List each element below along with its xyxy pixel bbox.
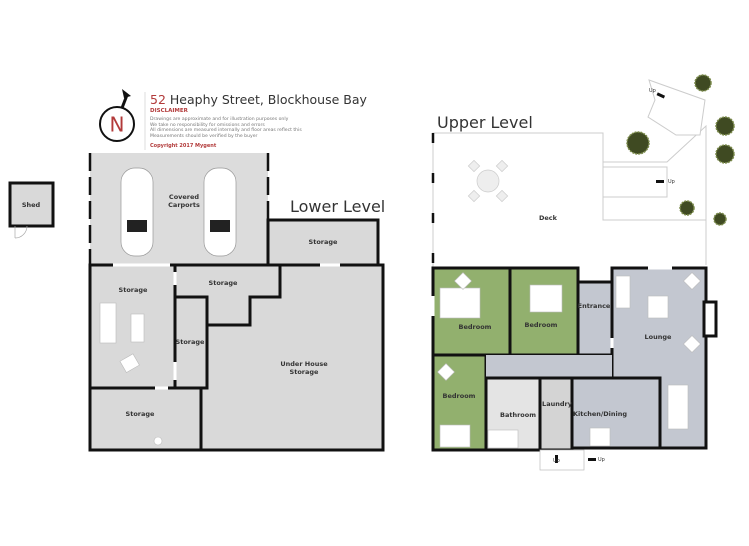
label-shed: Shed bbox=[21, 200, 41, 209]
label-lounge: Lounge bbox=[644, 332, 672, 341]
storage-narrow bbox=[173, 295, 209, 390]
storage-bottom bbox=[88, 386, 203, 452]
address-street: Heaphy Street, Blockhouse Bay bbox=[169, 92, 367, 107]
label-storage: Storage bbox=[208, 278, 238, 287]
compass-icon bbox=[99, 89, 135, 142]
label-bedroom: Bedroom bbox=[458, 322, 492, 331]
laundry bbox=[538, 376, 574, 452]
upper-level-title: Upper Level bbox=[437, 113, 533, 132]
tree-icon bbox=[626, 74, 735, 226]
porch bbox=[539, 449, 585, 471]
label-carports: Covered Carports bbox=[168, 192, 200, 209]
disclaimer-line: We take no responsibility for omissions … bbox=[150, 122, 265, 128]
label-storage: Storage bbox=[308, 237, 338, 246]
label-bathroom: Bathroom bbox=[500, 410, 536, 419]
disclaimer-text: Drawings are approximate and for illustr… bbox=[150, 117, 302, 139]
label-bedroom: Bedroom bbox=[442, 391, 476, 400]
copyright: Copyright 2017 Mygent bbox=[150, 143, 217, 149]
stair-label: Up bbox=[598, 457, 605, 463]
disclaimer-line: Measurements should be verified by the b… bbox=[150, 133, 258, 139]
deck bbox=[432, 79, 707, 268]
address-number: 52 bbox=[150, 92, 166, 107]
entrance bbox=[576, 280, 614, 357]
disclaimer-line: All dimensions are measured internally a… bbox=[150, 128, 302, 134]
car-icon bbox=[120, 167, 237, 257]
storage-right-top bbox=[266, 218, 380, 267]
label-storage: Storage bbox=[175, 337, 205, 346]
stair-arrow-icon bbox=[555, 92, 666, 463]
carports-area bbox=[90, 153, 268, 265]
disclaimer-line: Drawings are approximate and for illustr… bbox=[150, 117, 289, 122]
label-bedroom: Bedroom bbox=[524, 320, 558, 329]
compass-north-letter: N bbox=[109, 112, 125, 137]
property-address: 52 Heaphy Street, Blockhouse Bay bbox=[150, 92, 367, 107]
stair-label: Up bbox=[553, 458, 560, 464]
stair-label: Up bbox=[668, 179, 675, 185]
label-kitchen-dining: Kitchen/Dining bbox=[572, 409, 628, 418]
label-laundry: Laundry bbox=[542, 399, 572, 408]
outdoor-table-icon bbox=[467, 159, 509, 203]
disclaimer-heading: DISCLAIMER bbox=[150, 108, 188, 114]
label-under-house-storage: Under House Storage bbox=[280, 359, 328, 376]
hallway bbox=[486, 355, 612, 378]
label-entrance: Entrance bbox=[577, 301, 611, 310]
label-storage: Storage bbox=[118, 285, 148, 294]
stair-label: Up bbox=[649, 88, 656, 94]
label-deck: Deck bbox=[539, 213, 557, 222]
label-storage: Storage bbox=[125, 409, 155, 418]
shed bbox=[8, 181, 55, 239]
lower-level-title: Lower Level bbox=[290, 197, 386, 216]
